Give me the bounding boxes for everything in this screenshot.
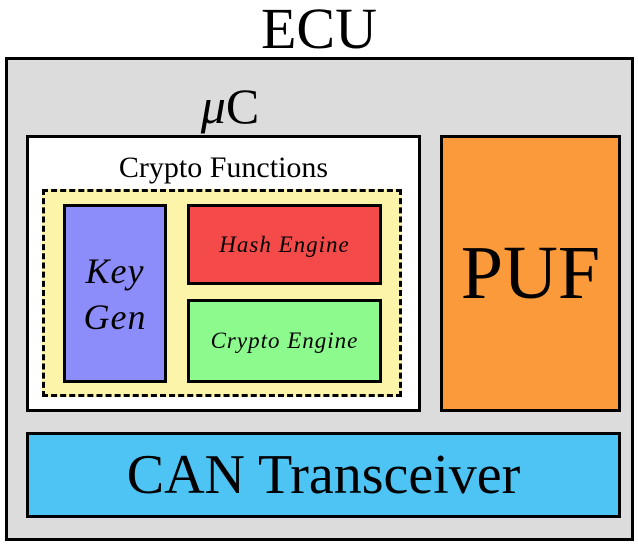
puf-block: PUF — [440, 135, 621, 412]
crypto-engine-block: Crypto Engine — [187, 299, 382, 383]
can-transceiver-block: CAN Transceiver — [26, 432, 621, 518]
hash-engine-block: Hash Engine — [187, 204, 382, 285]
key-gen-block: Key Gen — [63, 204, 167, 383]
key-gen-line-2: Gen — [83, 296, 147, 337]
mu-symbol: μ — [200, 78, 226, 134]
key-gen-line-1: Key — [85, 250, 145, 291]
ecu-title: ECU — [261, 0, 377, 61]
microcontroller-letter: C — [225, 78, 260, 134]
crypto-functions-label: Crypto Functions — [118, 151, 329, 184]
